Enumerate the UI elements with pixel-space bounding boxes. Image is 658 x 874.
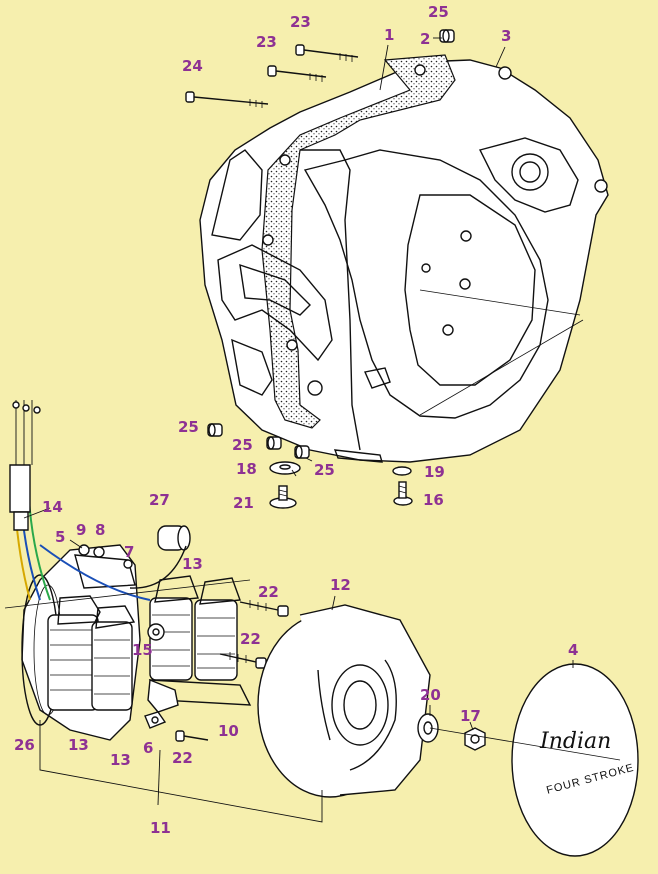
- terminal-block-5-9-8: [74, 544, 136, 589]
- callout-25-top: 25: [428, 3, 449, 21]
- callout-12: 12: [330, 576, 351, 594]
- callout-27: 27: [149, 491, 170, 509]
- dowel-25-left: [207, 423, 223, 437]
- bolt-23-upper: [295, 44, 359, 62]
- screw-16: [393, 481, 413, 506]
- callout-13-bottom: 13: [110, 751, 131, 769]
- callout-8: 8: [95, 521, 105, 539]
- callout-15: 15: [132, 641, 153, 659]
- callout-25-right: 25: [314, 461, 335, 479]
- dowel-2: [439, 29, 455, 43]
- wiring-harness-14: [9, 400, 151, 601]
- screw-22-upper: [239, 600, 289, 617]
- crankcase-cover: [199, 54, 609, 463]
- callout-labels: 23 25 1 2 3 23 24 25 25 25 18 19 21 16 2…: [14, 3, 578, 837]
- callout-5: 5: [55, 528, 65, 546]
- callout-13-upper: 13: [182, 555, 203, 573]
- cover-4: Indian FOUR STROKE: [511, 663, 639, 857]
- callout-17: 17: [460, 707, 481, 725]
- callout-14: 14: [42, 498, 63, 516]
- callout-22-upper: 22: [258, 583, 279, 601]
- callout-22-lower: 22: [172, 749, 193, 767]
- callout-20: 20: [420, 686, 441, 704]
- callout-1: 1: [384, 26, 394, 44]
- callout-10: 10: [218, 722, 239, 740]
- bolt-23-lower: [267, 65, 327, 82]
- cover-script-text: Indian: [539, 729, 611, 754]
- washer-18: [269, 461, 301, 475]
- screw-22-middle: [219, 652, 267, 669]
- contact-breaker-10: [144, 679, 179, 729]
- dowel-25-mid: [266, 436, 282, 450]
- washer-19: [392, 466, 412, 476]
- nut-17: [464, 727, 486, 751]
- coil-13-center: [91, 605, 136, 711]
- flywheel-12: [257, 604, 431, 798]
- callout-23-lower: 23: [256, 33, 277, 51]
- bolt-24: [185, 91, 269, 108]
- callout-19: 19: [424, 463, 445, 481]
- callout-23-top: 23: [290, 13, 311, 31]
- callout-25-mid: 25: [232, 436, 253, 454]
- callout-13-left: 13: [68, 736, 89, 754]
- callout-18: 18: [236, 460, 257, 478]
- callout-6: 6: [143, 739, 153, 757]
- callout-24: 24: [182, 57, 203, 75]
- callout-4: 4: [568, 641, 578, 659]
- callout-3: 3: [501, 27, 511, 45]
- callout-11: 11: [150, 819, 171, 837]
- callout-21: 21: [233, 494, 254, 512]
- dowel-25-right: [294, 445, 310, 459]
- screw-21: [269, 485, 297, 509]
- callout-7: 7: [124, 543, 134, 561]
- callout-16: 16: [423, 491, 444, 509]
- washer-20: [417, 713, 439, 743]
- callout-22-middle: 22: [240, 630, 261, 648]
- screw-22-lower: [175, 730, 209, 742]
- condenser-27: [129, 525, 191, 589]
- callout-26: 26: [14, 736, 35, 754]
- callout-25-left: 25: [178, 418, 199, 436]
- coil-13-right-pair: [148, 575, 252, 706]
- cam-plate-15: [147, 623, 165, 641]
- callout-9: 9: [76, 521, 86, 539]
- callout-2: 2: [420, 30, 430, 48]
